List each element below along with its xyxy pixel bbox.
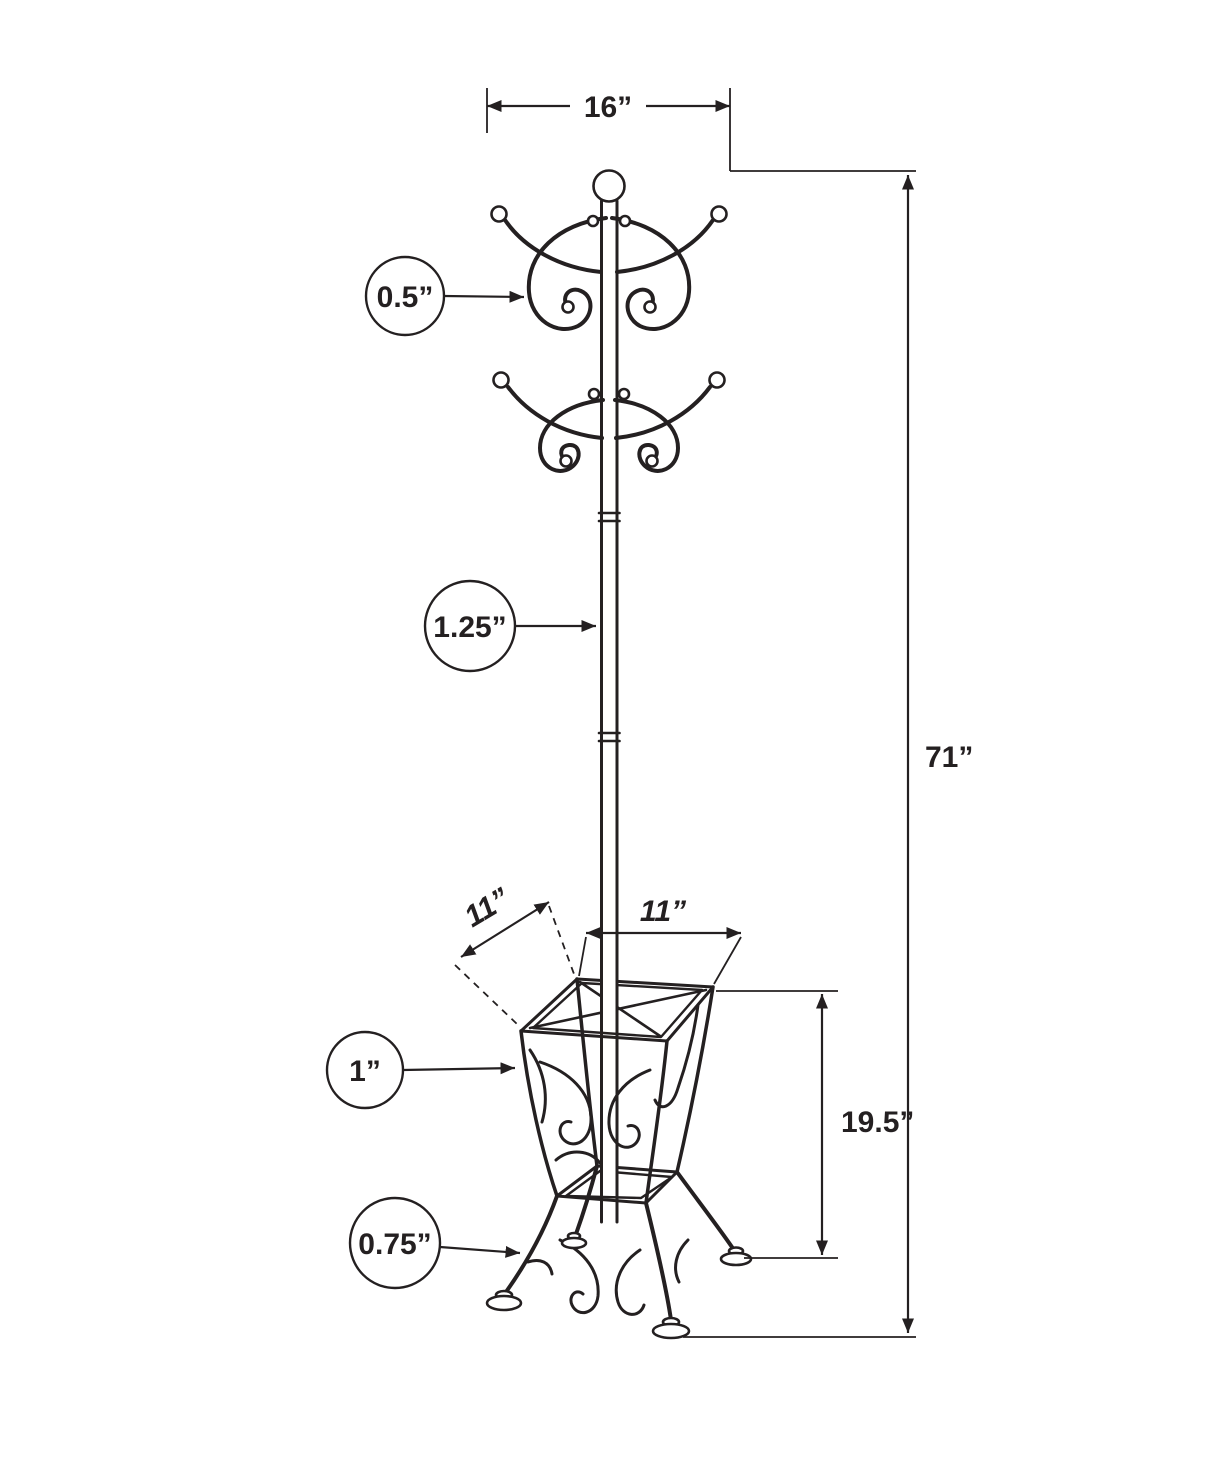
foot-back-left (560, 1236, 588, 1250)
foot-front-right (651, 1322, 691, 1340)
dim-label-top-width: 16” (584, 91, 632, 124)
finial-ball (592, 169, 626, 203)
dim-label-foot: 0.75” (358, 1228, 431, 1261)
foot-back-right (719, 1251, 753, 1267)
callout-foot: 0.75” (348, 1196, 521, 1290)
legs (504, 1164, 736, 1322)
umbrella-basket (519, 977, 715, 1205)
dimension-top-width: 16” (486, 88, 916, 172)
dim-label-hook-diameter: 0.5” (377, 281, 434, 314)
dim-label-base-width: 11” (640, 895, 686, 928)
callout-frame-tube: 1” (325, 1030, 516, 1110)
foot-front-left (485, 1294, 523, 1312)
dim-label-frame-tube: 1” (349, 1055, 381, 1088)
dim-label-base-depth: 11” (459, 882, 516, 934)
dimension-base-depth: 11” (454, 882, 575, 1025)
dim-label-overall-height: 71” (925, 741, 973, 774)
dimension-base-width: 11” (578, 895, 742, 985)
feet (485, 1231, 753, 1340)
callout-hook-diameter: 0.5” (364, 255, 525, 337)
callout-pole-diameter: 1.25” (423, 579, 596, 673)
dimension-stand-height: 19.5” (716, 990, 914, 1259)
dimension-overall-height: 71” (683, 175, 973, 1338)
pole (592, 169, 626, 1224)
dim-label-pole-diameter: 1.25” (433, 611, 506, 644)
dim-label-stand-height: 19.5” (841, 1106, 914, 1139)
